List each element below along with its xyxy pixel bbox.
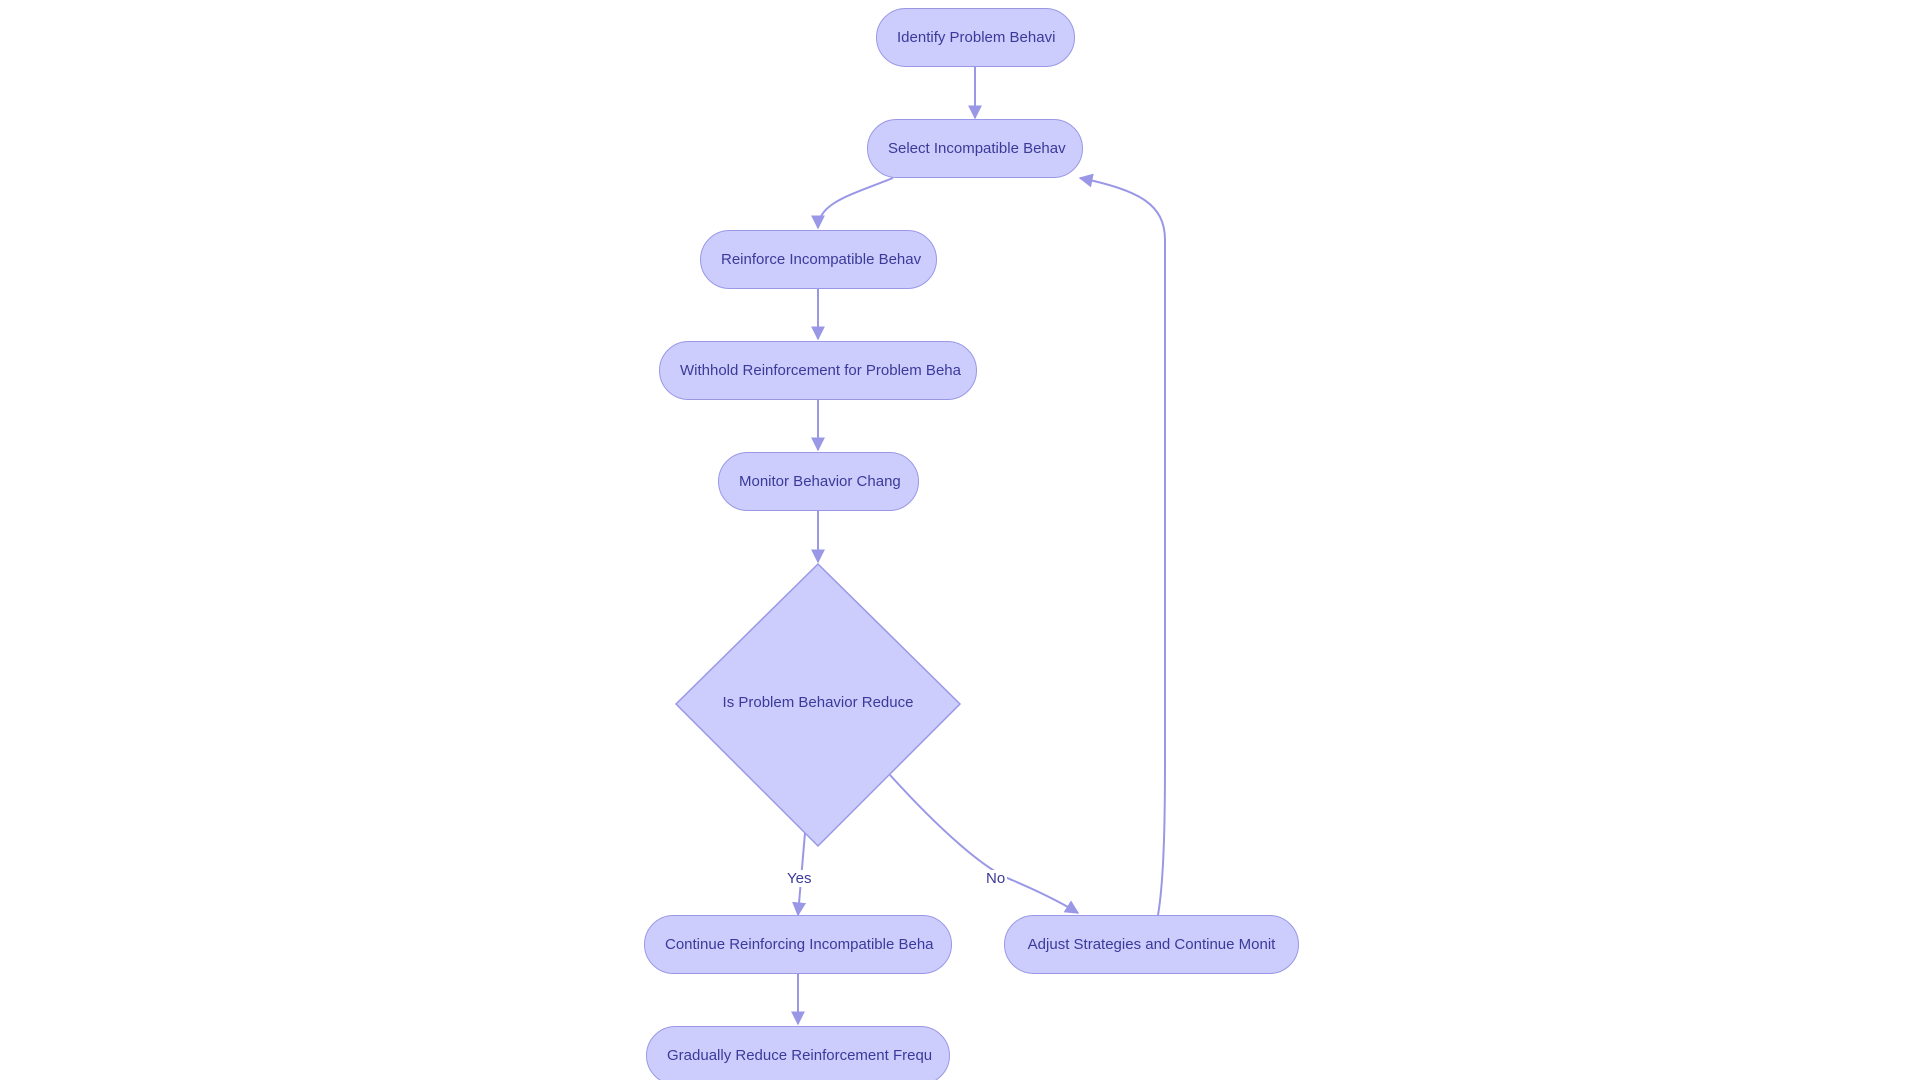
edge-select-to-reinforce: [811, 177, 894, 230]
node-label: Withhold Reinforcement for Problem Beha: [680, 362, 961, 379]
edge-decision-to-adjust: [889, 774, 1080, 914]
node-label: Gradually Reduce Reinforcement Frequ: [667, 1047, 933, 1064]
node-label: Continue Reinforcing Incompatible Beha: [665, 936, 934, 953]
node-monitor-behavior-change: Monitor Behavior Chang: [718, 452, 919, 511]
node-continue-reinforcing: Continue Reinforcing Incompatible Beha: [644, 915, 952, 974]
node-label: Reinforce Incompatible Behav: [721, 251, 922, 268]
node-label: Adjust Strategies and Continue Monit: [1027, 936, 1276, 953]
edge-label-yes: Yes: [786, 870, 812, 887]
node-select-incompatible-behavior: Select Incompatible Behav: [867, 119, 1083, 178]
decision-label: Is Problem Behavior Reduce: [722, 694, 914, 711]
decision-diamond: [674, 562, 962, 848]
edge-label-no: No: [985, 870, 1007, 887]
node-label: Select Incompatible Behav: [888, 140, 1066, 157]
node-label: Identify Problem Behavi: [897, 29, 1056, 46]
node-withhold-reinforcement: Withhold Reinforcement for Problem Beha: [659, 341, 977, 400]
node-label: Monitor Behavior Chang: [739, 473, 901, 490]
node-adjust-strategies: Adjust Strategies and Continue Monit: [1004, 915, 1299, 974]
node-identify-problem-behavior: Identify Problem Behavi: [876, 8, 1075, 67]
edge-adjust-to-select: [1078, 173, 1166, 916]
node-reinforce-incompatible-behavior: Reinforce Incompatible Behav: [700, 230, 937, 289]
node-gradually-reduce-reinforcement: Gradually Reduce Reinforcement Frequ: [646, 1026, 950, 1080]
